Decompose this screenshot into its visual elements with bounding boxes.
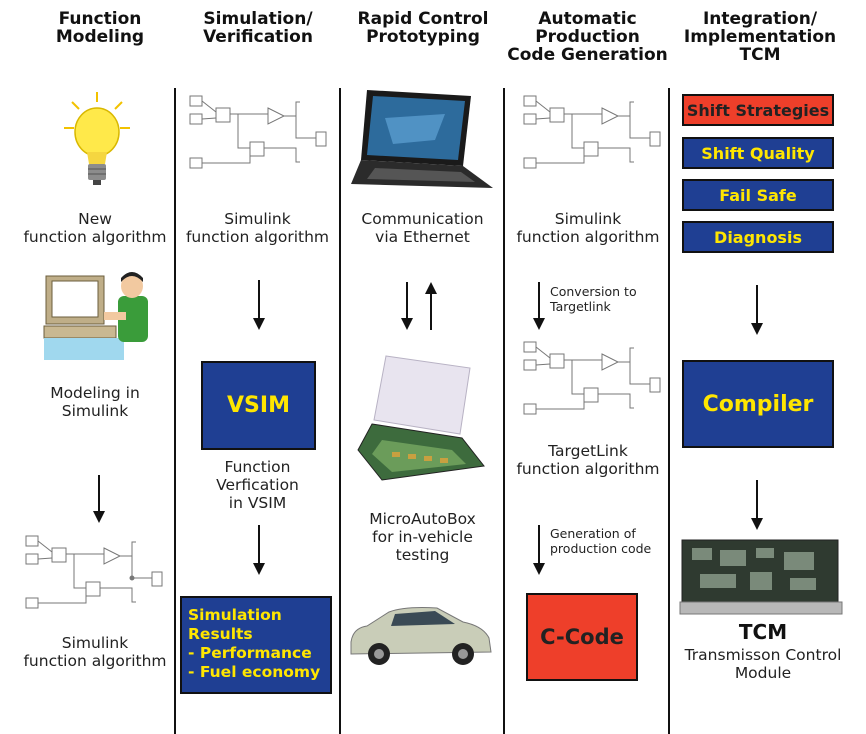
targetlink-diagram-icon	[522, 338, 662, 432]
simulink-diagram-icon	[188, 92, 328, 186]
fail-safe-tag: Fail Safe	[682, 179, 834, 211]
down-arrow-icon	[751, 285, 763, 335]
simulink-function-algorithm-label: Simulink function algorithm	[23, 634, 167, 670]
down-arrow-icon	[751, 480, 763, 530]
shift-strategies-tag: Shift Strategies	[682, 94, 834, 126]
microautobox-icon	[352, 354, 492, 488]
function-verification-label: Function Verfication in VSIM	[216, 458, 299, 512]
conversion-targetlink-label: Conversion to Targetlink	[550, 284, 637, 314]
down-arrow-icon	[253, 280, 265, 330]
car-icon	[345, 598, 495, 674]
communication-ethernet-label: Communication via Ethernet	[361, 210, 484, 246]
header-integration-tcm: Integration/ Implementation TCM	[683, 9, 837, 65]
c-code-box: C-Code	[526, 593, 638, 681]
new-function-algorithm-label: New function algorithm	[23, 210, 167, 246]
modeling-in-simulink-label: Modeling in Simulink	[50, 384, 140, 420]
generation-production-code-label: Generation of production code	[550, 526, 652, 556]
targetlink-function-algorithm-label: TargetLink function algorithm	[516, 442, 660, 478]
diagnosis-tag: Diagnosis	[682, 221, 834, 253]
header-rapid-control-prototyping: Rapid Control Prototyping	[357, 9, 489, 47]
tcm-title: TCM	[738, 620, 788, 644]
header-simulation-verification: Simulation/ Verification	[203, 9, 313, 47]
column-divider	[668, 88, 670, 734]
simulink-diagram-icon	[24, 532, 164, 626]
down-arrow-icon	[533, 282, 545, 330]
header-function-modeling: Function Modeling	[55, 9, 145, 47]
up-arrow-icon	[425, 282, 437, 330]
laptop-icon	[345, 88, 495, 204]
column-divider	[339, 88, 341, 734]
person-at-computer-icon	[43, 268, 154, 368]
down-arrow-icon	[401, 282, 413, 330]
vsim-box: VSIM	[201, 361, 316, 450]
down-arrow-icon	[533, 525, 545, 575]
column-divider	[174, 88, 176, 734]
simulation-results-box: Simulation Results - Performance - Fuel …	[180, 596, 332, 694]
shift-quality-tag: Shift Quality	[682, 137, 834, 169]
column-divider	[503, 88, 505, 734]
simulink-diagram-icon	[522, 92, 662, 186]
down-arrow-icon	[253, 525, 265, 575]
tcm-subtitle: Transmisson Control Module	[684, 646, 842, 682]
compiler-box: Compiler	[682, 360, 834, 448]
header-code-generation: Automatic Production Code Generation	[507, 9, 668, 65]
simulink-function-algorithm-label: Simulink function algorithm	[516, 210, 660, 246]
lightbulb-icon	[62, 90, 132, 194]
simulink-function-algorithm-label: Simulink function algorithm	[185, 210, 330, 246]
microautobox-label: MicroAutoBox for in-vehicle testing	[369, 510, 476, 564]
tcm-board-icon	[679, 538, 843, 620]
down-arrow-icon	[93, 475, 105, 523]
